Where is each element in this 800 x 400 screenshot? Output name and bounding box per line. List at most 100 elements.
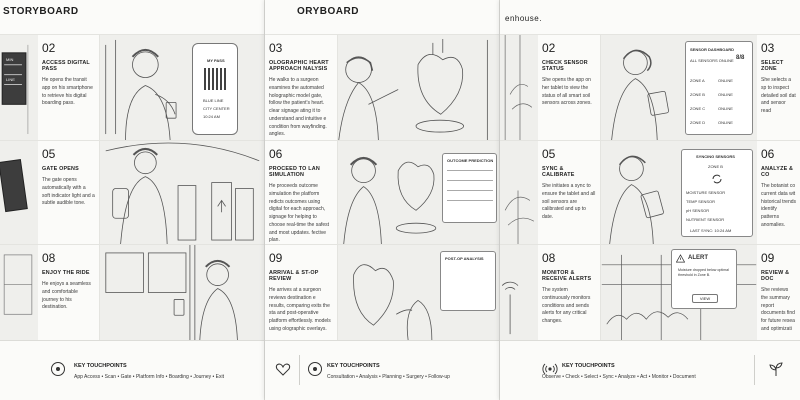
sync-title: SYNCING SENSORS — [696, 154, 735, 159]
sensor-item: MOISTURE SENSOR — [686, 190, 726, 195]
step-card: 02 CHECK SENSOR STATUS She opens the app… — [538, 35, 601, 140]
sensor-item: pH SENSOR — [686, 208, 710, 213]
footer-label: KEY TOUCHPOINTS — [74, 363, 127, 369]
step-description: She reviews the summary report documents… — [761, 287, 795, 332]
plant-illustration — [504, 35, 533, 140]
zone-item[interactable]: ZONE B — [690, 92, 705, 97]
plant-sketch — [500, 141, 538, 244]
step-number: 02 — [542, 41, 556, 55]
step-card: 05 GATE OPENS The gate opens automatical… — [38, 141, 100, 244]
step-card: 09 ARRIVAL & ST-OP REVIEW He arrives at … — [265, 245, 338, 340]
board-title: ORYBOARD — [297, 6, 359, 17]
step-number: 09 — [269, 251, 283, 265]
step-card: 03 SELECT ZONE She selects a sp to inspe… — [757, 35, 800, 140]
step-description: He opens the transit app on his smartpho… — [42, 77, 93, 107]
sign-text: LINE — [6, 77, 15, 82]
step-card: 05 SYNC & CALIBRATE She initiates a sync… — [538, 141, 601, 244]
footer-divider — [754, 355, 755, 385]
scene-sketch: SENSOR DASHBOARD ALL SENSORS ONLINE 8/8 … — [601, 35, 757, 140]
footer-label: KEY TOUCHPOINTS — [327, 363, 380, 369]
alert-message: Moisture dropped below optimal threshold… — [678, 268, 729, 278]
step-card: 08 ENJOY THE RIDE He enjoys a seamless a… — [38, 245, 100, 340]
zone-status: ONLINE — [718, 106, 733, 111]
step-number: 03 — [269, 41, 283, 55]
plant-illustration — [504, 190, 535, 244]
view-alert-button[interactable]: VIEW — [692, 294, 718, 303]
man-on-train-illustration — [105, 245, 238, 340]
scanner-sketch — [0, 141, 38, 244]
storyboard-row: 09 ARRIVAL & ST-OP REVIEW He arrives at … — [265, 244, 499, 340]
post-op-review-illustration — [353, 264, 433, 340]
step-description: He arrives at a surgeon reviews destinat… — [269, 287, 331, 332]
step-title: GATE OPENS — [42, 166, 79, 172]
step-number: 05 — [42, 147, 56, 161]
target-icon — [308, 362, 322, 376]
step-number: 06 — [761, 147, 775, 161]
phone-screen: MY PASS BLUE LINE CITY CENTER 10:24 AM — [192, 43, 238, 135]
sensor-dashboard-panel: SENSOR DASHBOARD ALL SENSORS ONLINE 8/8 … — [685, 41, 753, 135]
zone-item[interactable]: ZONE A — [690, 78, 705, 83]
step-title: SYNC & CALIBRATE — [542, 166, 575, 178]
sensor-item: TEMP SENSOR — [686, 199, 716, 204]
qr-code-icon[interactable] — [204, 68, 226, 90]
storyboard-row: 05 GATE OPENS The gate opens automatical… — [0, 140, 264, 244]
footer-touchpoints: KEY TOUCHPOINTS Consultation • Analysis … — [265, 340, 499, 400]
ticket-scanner-illustration — [0, 158, 28, 213]
zone-item[interactable]: ZONE C — [690, 106, 706, 111]
scene-sketch — [338, 35, 499, 140]
scene-sketch: POST-OP ANALYSIS — [338, 245, 499, 340]
gate-illustration — [105, 142, 260, 244]
sprout-icon — [769, 362, 783, 376]
step-card: 06 PROCEED TO LAN SIMULATION He proceeds… — [265, 141, 338, 244]
window-sketch — [0, 245, 38, 340]
footer-touchpoint-list: App Access • Scan • Gate • Platform Info… — [74, 374, 225, 380]
step-card: 08 MONITOR & RECEIVE ALERTS The system c… — [538, 245, 601, 340]
warning-icon — [676, 254, 685, 263]
storyboard-row: 08 ENJOY THE RIDE He enjoys a seamless a… — [0, 244, 264, 340]
plant-sketch — [500, 35, 538, 140]
man-with-phone-illustration — [105, 39, 177, 140]
step-card: 02 ACCESS DIGITAL PASS He opens the tran… — [38, 35, 100, 140]
scene-sketch: OUTCOME PREDICTION — [338, 141, 499, 244]
footer-touchpoints: KEY TOUCHPOINTS App Access • Scan • Gate… — [0, 340, 264, 400]
zone-status: ONLINE — [718, 120, 733, 125]
step-description: The system continuously monitors conditi… — [542, 287, 591, 324]
sign-text: MIN — [6, 57, 14, 62]
scene-sketch: SYNCING SENSORS ZONE B MOISTURE SENSOR T… — [601, 141, 757, 244]
footer-divider — [299, 355, 300, 385]
storyboard-greenhouse: enhouse. 02 CHECK SENSOR STATUS She open… — [500, 0, 800, 400]
outcome-prediction-panel: OUTCOME PREDICTION — [442, 153, 497, 223]
step-description: The gate opens automatically with a soft… — [42, 177, 95, 207]
zone-item[interactable]: ZONE D — [690, 120, 706, 125]
sync-zone: ZONE B — [708, 164, 723, 169]
alert-title: ALERT — [688, 255, 708, 261]
phone-pass-title: MY PASS — [207, 58, 225, 63]
step-description: She initiates a sync to ensure the table… — [542, 183, 596, 220]
board-title: STORYBOARD — [3, 6, 79, 17]
step-title: MONITOR & RECEIVE ALERTS — [542, 270, 592, 282]
surgeon-simulation-illustration — [343, 156, 437, 244]
phone-line: BLUE LINE — [203, 98, 224, 103]
wireless-sensor-illustration — [501, 281, 519, 335]
departure-sign-illustration — [1, 44, 29, 135]
sync-footer: LAST SYNC: 10:24 AM — [690, 228, 732, 233]
alert-panel: ALERT Moisture dropped below optimal thr… — [671, 249, 737, 309]
step-card: 03 OLOGRAPHIC HEART APPROACH NALYSIS He … — [265, 35, 338, 140]
step-title: ANALYZE & CO — [761, 166, 794, 178]
sync-icon — [712, 174, 722, 184]
holographic-heart-illustration — [338, 38, 488, 140]
heart-icon — [275, 363, 291, 376]
step-title: OLOGRAPHIC HEART APPROACH NALYSIS — [269, 60, 329, 72]
storyboard-row: MIN LINE 02 ACCESS DIGITAL PASS He opens… — [0, 34, 264, 140]
step-number: 05 — [542, 147, 556, 161]
dashboard-title: SENSOR DASHBOARD — [690, 47, 735, 52]
step-number: 08 — [42, 251, 56, 265]
step-title: ACCESS DIGITAL PASS — [42, 60, 90, 72]
scene-sketch: MY PASS BLUE LINE CITY CENTER 10:24 AM — [100, 35, 264, 140]
sensor-count: 8/8 — [736, 55, 745, 61]
storyboard-row: 05 SYNC & CALIBRATE She initiates a sync… — [500, 140, 800, 244]
zone-status: ONLINE — [718, 92, 733, 97]
step-card: 06 ANALYZE & CO The botanist co current … — [757, 141, 800, 244]
step-card: 09 REVIEW & DOC She reviews the summary … — [757, 245, 800, 340]
storyboard-row: 02 CHECK SENSOR STATUS She opens the app… — [500, 34, 800, 140]
